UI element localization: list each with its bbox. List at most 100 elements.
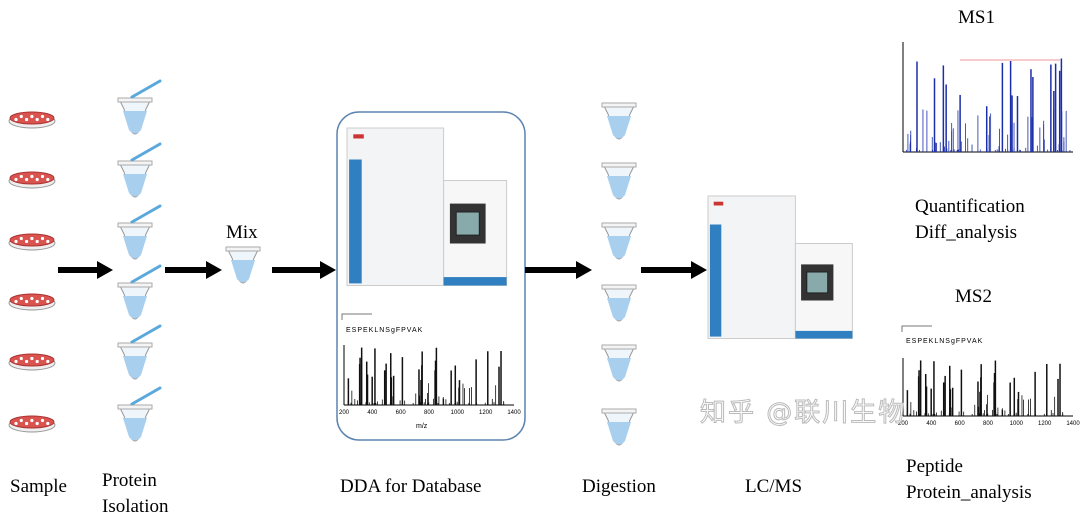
tick-label: 400 <box>926 421 937 427</box>
cell-dot <box>40 356 45 361</box>
watermark: 知乎 @联川生物 <box>699 398 907 429</box>
ms-tower <box>346 127 445 286</box>
cell-dot <box>46 177 50 182</box>
ms-source-window <box>806 271 829 294</box>
tick-label: 400 <box>367 410 378 416</box>
cell-dot <box>40 174 45 179</box>
petri-dish-icon <box>8 233 56 251</box>
cell-dot <box>25 299 29 304</box>
ms-source-window <box>455 211 480 236</box>
ms-blue-panel <box>349 159 362 284</box>
tube-icon <box>601 408 637 446</box>
cell-dot <box>30 114 34 119</box>
label-diff-analysis: Diff_analysis <box>915 222 1018 243</box>
label-ms1: MS1 <box>958 7 995 28</box>
petri-dish-icon <box>8 353 56 371</box>
tube-with-pipette-icon <box>117 324 162 380</box>
ms-base-blue <box>795 330 853 339</box>
tick-label: 1000 <box>451 410 465 416</box>
label-dda: DDA for Database <box>340 476 482 497</box>
tube-rim <box>601 344 637 350</box>
tube-rim <box>117 342 153 348</box>
tube-liquid <box>607 176 631 199</box>
label-quantification: Quantification <box>915 196 1025 217</box>
cell-dot <box>19 296 23 301</box>
tick-label: 200 <box>898 421 909 427</box>
peptide-sequence: ESPEKLNSgFPVAK <box>906 338 983 345</box>
tube-liquid <box>607 298 631 321</box>
ms2-spectrum-result: ESPEKLNSgFPVAK <box>901 325 983 345</box>
ms-tower <box>707 195 796 339</box>
tube-liquid <box>123 356 147 379</box>
tube-rim <box>117 404 153 410</box>
tube-rim <box>225 246 261 252</box>
arrow-head <box>691 261 707 279</box>
label-ms2: MS2 <box>955 286 992 307</box>
arrow-head <box>97 261 113 279</box>
mass-spectrometer-icon <box>707 195 853 339</box>
tick-label: 1000 <box>1010 421 1024 427</box>
tick-label: 600 <box>955 421 966 427</box>
cell-dot <box>46 299 50 304</box>
arrow-right-icon <box>165 261 222 279</box>
arrow-head <box>320 261 336 279</box>
cell-dot <box>35 177 39 182</box>
cell-dot <box>14 239 18 244</box>
petri-dish-icon <box>8 293 56 311</box>
label-protein: Protein <box>102 470 157 491</box>
peptide-sequence: ESPEKLNSgFPVAK <box>346 327 423 334</box>
cell-dot <box>40 114 45 119</box>
cell-dot <box>35 299 39 304</box>
cell-dot <box>19 174 23 179</box>
tube-liquid <box>123 174 147 197</box>
ms-blue-panel <box>709 224 722 337</box>
tube-icon <box>601 162 637 200</box>
cell-dot <box>19 356 23 361</box>
tick-label: 800 <box>424 410 435 416</box>
arrow-shaft <box>525 267 578 273</box>
pipette <box>130 386 162 406</box>
cell-dot <box>19 114 23 119</box>
ms-base-blue <box>443 277 507 286</box>
cell-dot <box>46 239 50 244</box>
tick-label: 1200 <box>1038 421 1052 427</box>
arrow-right-icon <box>641 261 707 279</box>
arrow-shaft <box>641 267 693 273</box>
tick-label: 1200 <box>479 410 493 416</box>
ms-logo <box>713 201 724 206</box>
arrow-shaft <box>272 267 322 273</box>
ms-logo <box>353 134 364 139</box>
tube-liquid <box>607 236 631 259</box>
petri-dish-icon <box>8 415 56 433</box>
cell-dot <box>14 299 18 304</box>
label-peptide: Peptide <box>906 456 963 477</box>
bracket <box>341 313 372 320</box>
arrow-right-icon <box>525 261 592 279</box>
tube-liquid <box>123 296 147 319</box>
arrow-head <box>576 261 592 279</box>
arrow-right-icon <box>58 261 113 279</box>
arrow-shaft <box>58 267 99 273</box>
tube-icon <box>225 246 261 284</box>
label-isolation: Isolation <box>102 496 169 517</box>
label-digestion: Digestion <box>582 476 656 497</box>
tick-label: 1400 <box>507 410 521 416</box>
tube-with-pipette-icon <box>117 204 162 260</box>
cell-dot <box>14 421 18 426</box>
label-protein-analysis: Protein_analysis <box>906 482 1032 503</box>
tube-with-pipette-icon <box>117 386 162 442</box>
tube-icon <box>601 222 637 260</box>
cell-dot <box>30 296 34 301</box>
cell-dot <box>30 418 34 423</box>
cell-dot <box>25 359 29 364</box>
tube-rim <box>601 284 637 290</box>
tube-liquid <box>607 422 631 445</box>
cell-dot <box>14 117 18 122</box>
arrow-head <box>206 261 222 279</box>
bracket <box>901 325 932 332</box>
tube-liquid <box>231 260 255 283</box>
